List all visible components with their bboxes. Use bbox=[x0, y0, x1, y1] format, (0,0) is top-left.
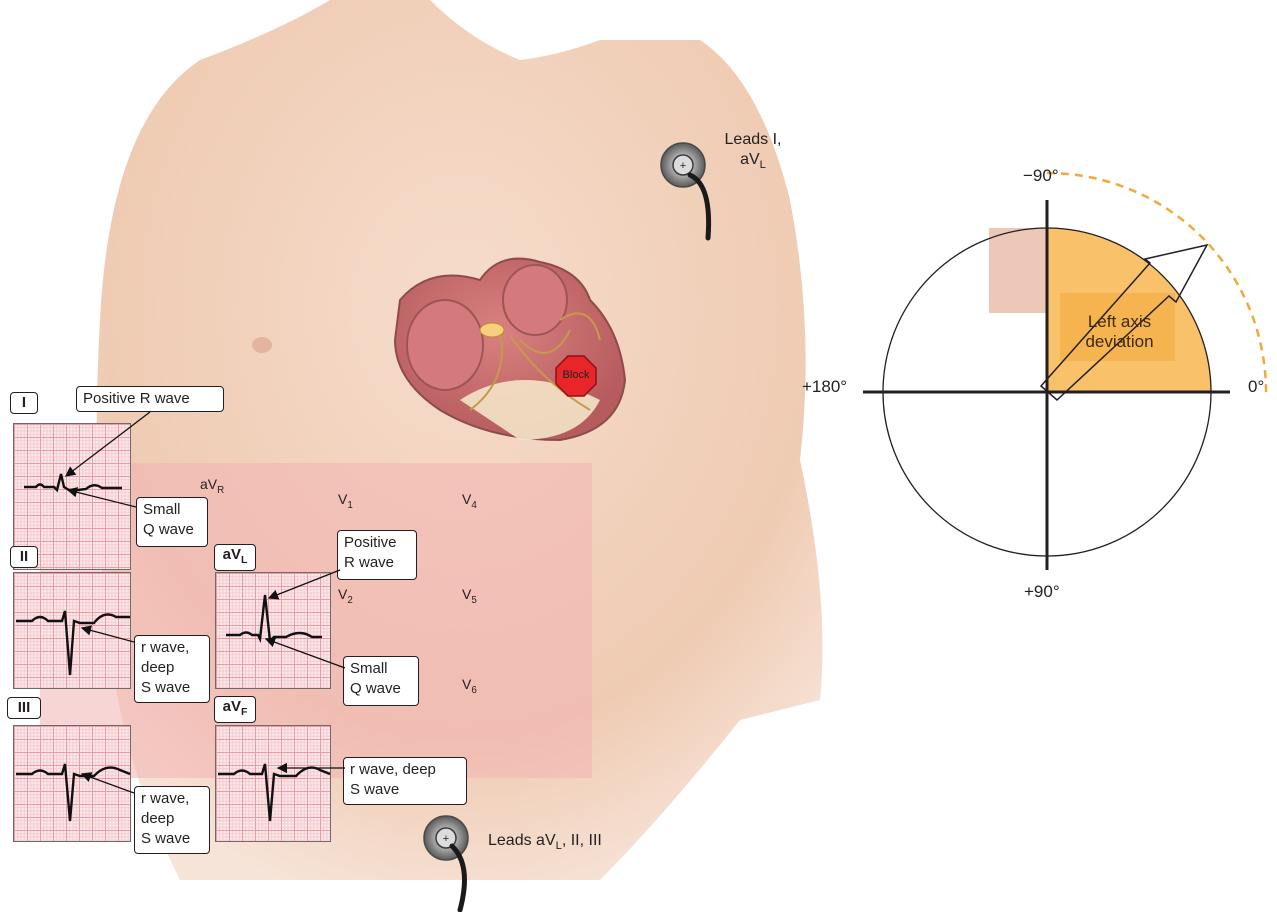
leads-bottom-label: Leads aVL, II, III bbox=[488, 832, 602, 852]
lead-iii-callout: r wave, deep S wave bbox=[134, 786, 210, 854]
lead-iii-ecg bbox=[13, 725, 131, 842]
lead-avl-callout-q: Small Q wave bbox=[343, 656, 419, 706]
sa-node bbox=[480, 323, 504, 337]
label-avr: aVR bbox=[200, 476, 224, 496]
axis-region-label: Left axis deviation bbox=[1062, 312, 1177, 352]
lead-ii-trace bbox=[14, 573, 132, 690]
leads-top-line2: aVL bbox=[708, 150, 798, 175]
axis-label-bottom: +90° bbox=[1024, 582, 1060, 602]
axis-label-left: +180° bbox=[802, 377, 847, 397]
axis-label-top: −90° bbox=[1023, 166, 1059, 186]
lead-avl-ecg bbox=[215, 572, 331, 689]
label-v5: V5 bbox=[462, 586, 477, 606]
axis-label-right: 0° bbox=[1248, 377, 1264, 397]
lead-avl-tag: aVL bbox=[214, 544, 256, 571]
lead-avf-ecg bbox=[215, 725, 331, 842]
leads-top-line1: Leads I, bbox=[708, 130, 798, 150]
lead-i-callout-q: Small Q wave bbox=[136, 497, 208, 547]
label-v6: V6 bbox=[462, 676, 477, 696]
lead-avf-callout: r wave, deep S wave bbox=[343, 757, 467, 805]
lead-avf-trace bbox=[216, 726, 332, 843]
label-v4: V4 bbox=[462, 491, 477, 511]
lead-avf-tag: aVF bbox=[214, 696, 256, 723]
lead-iii-tag: III bbox=[7, 697, 41, 719]
label-v1: V1 bbox=[338, 491, 353, 511]
lead-avl-callout-r: Positive R wave bbox=[337, 530, 417, 580]
lead-i-tag: I bbox=[10, 392, 38, 414]
lead-ii-ecg bbox=[13, 572, 131, 689]
svg-text:+: + bbox=[443, 833, 449, 845]
lead-ii-callout: r wave, deep S wave bbox=[134, 635, 210, 703]
svg-text:+: + bbox=[680, 160, 686, 172]
lead-iii-trace bbox=[14, 726, 132, 843]
lead-ii-tag: II bbox=[10, 546, 38, 568]
axis-diagram bbox=[815, 165, 1275, 595]
label-v2: V2 bbox=[338, 586, 353, 606]
nipple bbox=[252, 337, 272, 353]
leads-top-label: Leads I, aVL bbox=[708, 130, 798, 175]
lead-avl-trace bbox=[216, 573, 332, 690]
block-label: Block bbox=[556, 369, 596, 381]
lead-i-callout-r: Positive R wave bbox=[76, 386, 224, 412]
